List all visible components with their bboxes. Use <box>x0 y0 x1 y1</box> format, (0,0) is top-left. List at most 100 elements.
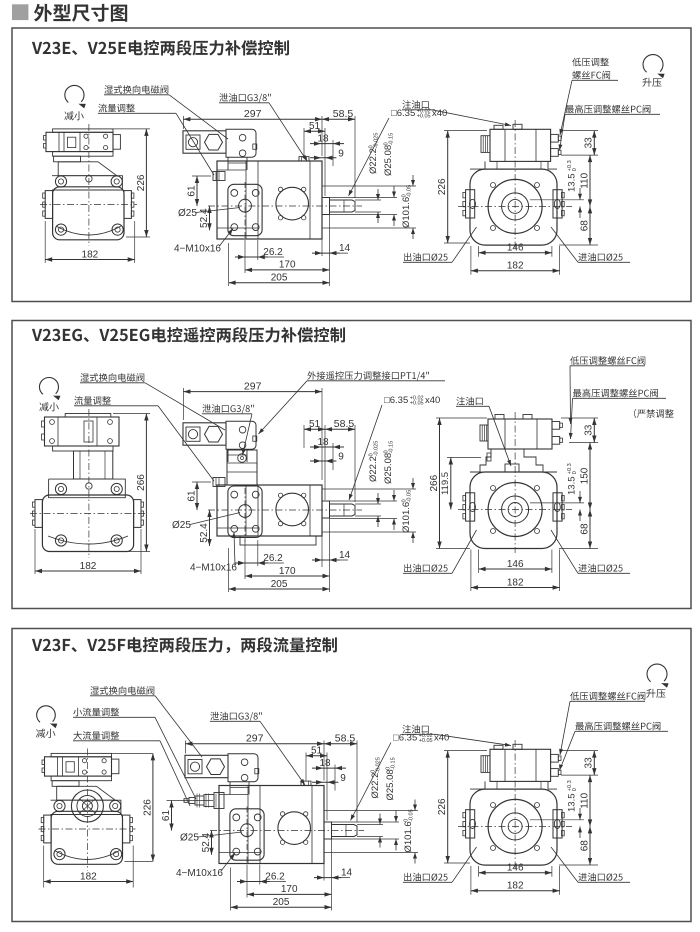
svg-text:14: 14 <box>339 550 351 561</box>
svg-text:14: 14 <box>341 867 353 878</box>
svg-text:146: 146 <box>507 243 524 254</box>
svg-text:110: 110 <box>579 172 590 188</box>
svg-text:+0.05: +0.05 <box>419 738 433 744</box>
svg-text:0: 0 <box>383 142 389 145</box>
svg-text:Ø25.08: Ø25.08 <box>383 145 394 176</box>
svg-text:33: 33 <box>584 137 595 149</box>
svg-text:+0.02: +0.02 <box>417 108 431 114</box>
svg-text:0: 0 <box>401 194 407 197</box>
svg-text:Ø25: Ø25 <box>178 208 197 219</box>
svg-text:18: 18 <box>319 758 331 769</box>
svg-text:226: 226 <box>437 178 448 195</box>
svg-text:-0.15: -0.15 <box>389 441 395 454</box>
svg-text:x40: x40 <box>425 395 440 406</box>
svg-text:-0.05: -0.05 <box>409 809 415 822</box>
svg-text:Ø101.6: Ø101.6 <box>401 502 412 533</box>
svg-text:51: 51 <box>309 419 321 430</box>
svg-text:58.5: 58.5 <box>335 733 356 745</box>
svg-text:0: 0 <box>572 471 578 474</box>
svg-text:26.2: 26.2 <box>265 871 285 882</box>
svg-text:182: 182 <box>507 881 524 892</box>
svg-text:226: 226 <box>142 799 153 816</box>
svg-text:33: 33 <box>584 424 595 436</box>
svg-text:13.5: 13.5 <box>567 477 578 496</box>
svg-text:26.2: 26.2 <box>263 247 283 258</box>
svg-text:4−M10x16: 4−M10x16 <box>174 244 221 255</box>
svg-text:61: 61 <box>186 490 197 502</box>
svg-text:61: 61 <box>161 810 172 822</box>
svg-text:4−M10x16: 4−M10x16 <box>176 868 223 879</box>
svg-text:Ø101.6: Ø101.6 <box>403 821 414 852</box>
svg-text:205: 205 <box>271 579 288 590</box>
svg-text:-0.025: -0.025 <box>374 133 380 149</box>
svg-text:□6.35: □6.35 <box>384 395 408 406</box>
svg-text:68: 68 <box>579 840 590 852</box>
svg-text:-0.025: -0.025 <box>374 441 380 457</box>
svg-text:52.4: 52.4 <box>201 832 212 852</box>
svg-text:205: 205 <box>273 897 290 908</box>
svg-text:297: 297 <box>244 380 262 392</box>
svg-text:146: 146 <box>507 863 524 874</box>
svg-text:-0.15: -0.15 <box>391 757 397 770</box>
svg-text:4−M10x16: 4−M10x16 <box>190 563 237 574</box>
svg-text:13.5: 13.5 <box>567 174 578 193</box>
svg-text:110: 110 <box>579 792 590 808</box>
svg-text:0: 0 <box>385 767 391 770</box>
svg-text:18: 18 <box>317 437 329 448</box>
svg-text:Ø22.2: Ø22.2 <box>368 148 379 174</box>
svg-text:0: 0 <box>368 145 374 148</box>
svg-text:51: 51 <box>311 746 323 757</box>
svg-text:-0.05: -0.05 <box>407 185 413 198</box>
svg-text:+0.02: +0.02 <box>410 395 424 401</box>
svg-text:0: 0 <box>368 453 374 456</box>
svg-text:266: 266 <box>136 474 147 491</box>
svg-text:182: 182 <box>507 577 524 588</box>
svg-text:170: 170 <box>281 884 298 895</box>
svg-text:170: 170 <box>279 566 296 577</box>
svg-text:+0.05: +0.05 <box>417 114 431 120</box>
svg-text:+0.02: +0.02 <box>419 733 433 739</box>
svg-text:□6.35: □6.35 <box>393 733 417 744</box>
svg-text:182: 182 <box>80 561 97 572</box>
svg-text:Ø101.6: Ø101.6 <box>401 197 412 228</box>
svg-text:52.4: 52.4 <box>199 523 210 543</box>
svg-text:119.5: 119.5 <box>440 472 451 495</box>
svg-text:205: 205 <box>271 273 288 284</box>
svg-text:0: 0 <box>572 788 578 791</box>
svg-text:61: 61 <box>186 185 197 197</box>
svg-text:182: 182 <box>507 261 524 272</box>
svg-text:+0.3: +0.3 <box>567 160 573 171</box>
svg-text:13.5: 13.5 <box>567 794 578 813</box>
svg-text:Ø22.2: Ø22.2 <box>368 456 379 482</box>
svg-text:182: 182 <box>82 249 99 260</box>
svg-text:9: 9 <box>340 773 346 784</box>
svg-text:226: 226 <box>437 798 448 815</box>
svg-text:68: 68 <box>579 523 590 535</box>
svg-text:33: 33 <box>584 757 595 769</box>
svg-text:Ø25: Ø25 <box>172 520 191 531</box>
svg-text:58.5: 58.5 <box>334 418 355 430</box>
svg-text:52.4: 52.4 <box>199 208 210 228</box>
svg-text:x40: x40 <box>434 733 449 744</box>
svg-text:297: 297 <box>244 108 262 120</box>
svg-text:+0.3: +0.3 <box>567 463 573 474</box>
svg-text:□6.35: □6.35 <box>391 108 415 119</box>
svg-text:14: 14 <box>339 243 351 254</box>
svg-text:9: 9 <box>338 149 344 160</box>
svg-text:226: 226 <box>136 174 147 191</box>
svg-text:26.2: 26.2 <box>263 553 283 564</box>
svg-text:Ø22.2: Ø22.2 <box>370 773 381 799</box>
svg-text:0: 0 <box>370 770 376 773</box>
svg-text:150: 150 <box>579 467 590 484</box>
svg-text:51: 51 <box>309 121 321 132</box>
svg-text:Ø25.08: Ø25.08 <box>385 769 396 800</box>
svg-text:18: 18 <box>317 133 329 144</box>
svg-text:68: 68 <box>579 220 590 232</box>
svg-text:0: 0 <box>403 819 409 822</box>
svg-text:x40: x40 <box>432 108 447 119</box>
svg-text:0: 0 <box>383 450 389 453</box>
svg-text:182: 182 <box>80 871 97 882</box>
svg-text:9: 9 <box>338 452 344 463</box>
svg-text:+0.05: +0.05 <box>410 401 424 407</box>
svg-text:-0.15: -0.15 <box>389 133 395 146</box>
